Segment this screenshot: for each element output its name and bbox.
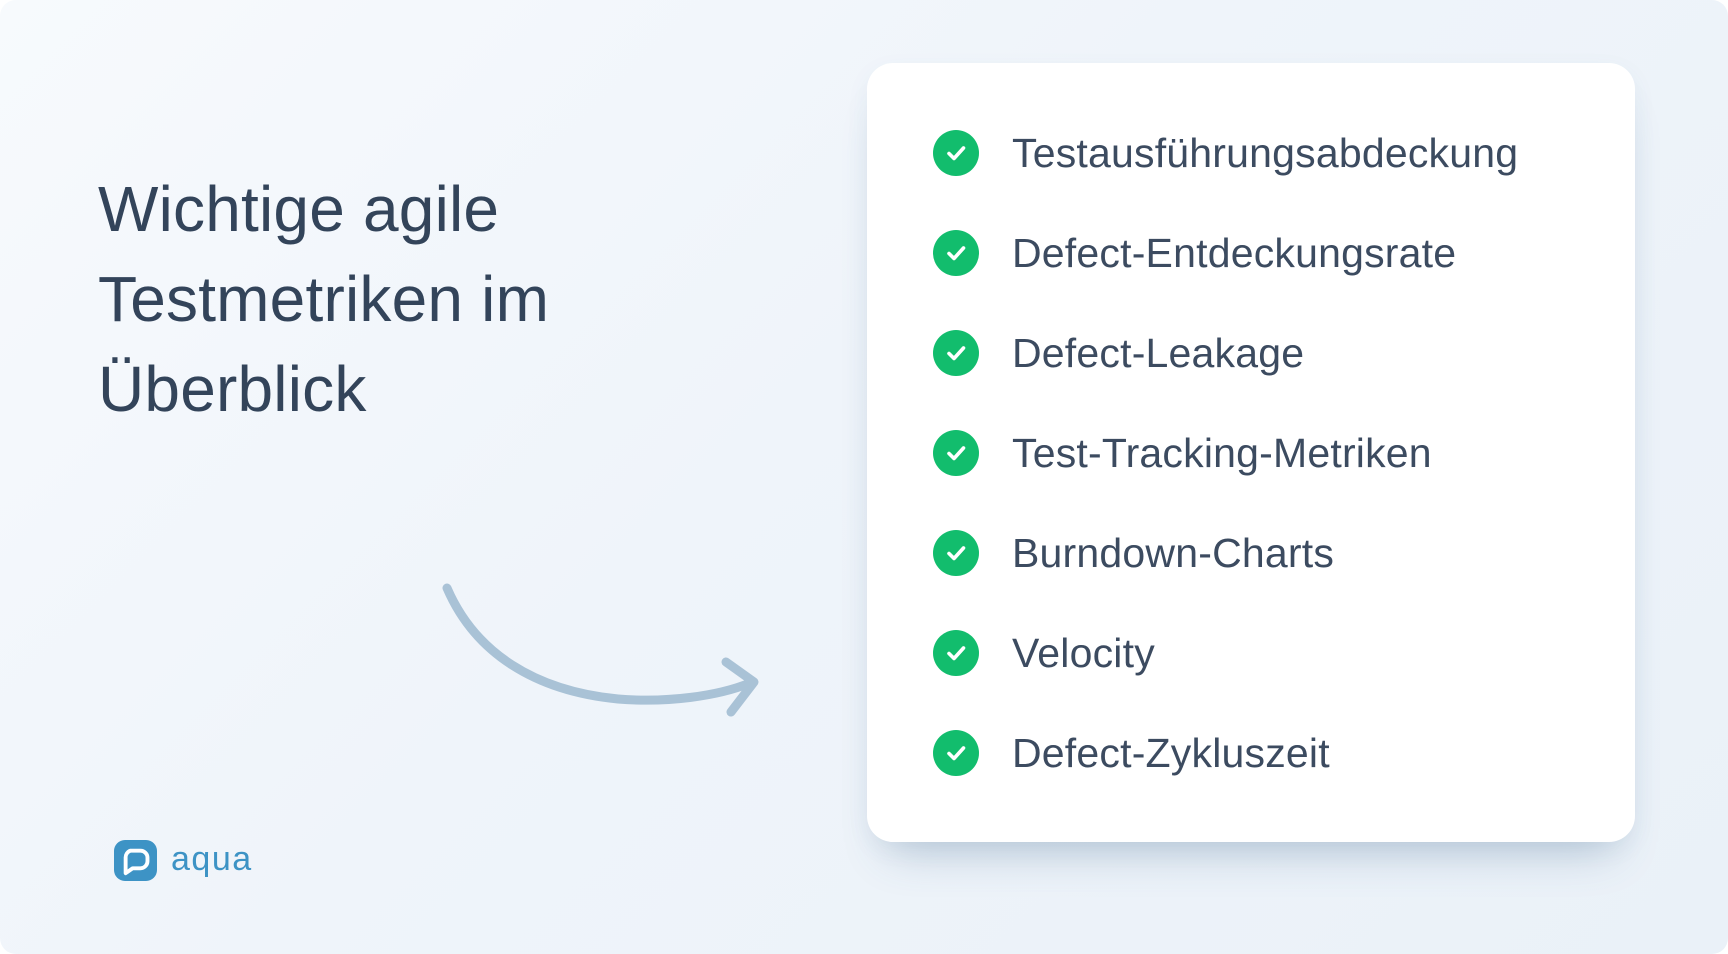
list-item-label: Defect-Leakage <box>1012 329 1305 376</box>
list-item-label: Testausführungsabdeckung <box>1012 129 1519 176</box>
check-icon <box>933 630 979 676</box>
list-item: Defect-Entdeckungsrate <box>933 203 1605 303</box>
list-item: Defect-Leakage <box>933 303 1605 403</box>
list-item: Testausführungsabdeckung <box>933 103 1605 203</box>
list-item: Velocity <box>933 603 1605 703</box>
list-item-label: Defect-Zykluszeit <box>1012 729 1330 776</box>
page-title: Wichtige agile Testmetriken im Überblick <box>98 173 550 425</box>
metrics-card: Testausführungsabdeckung Defect-Entdecku… <box>867 63 1635 842</box>
list-item-label: Test-Tracking-Metriken <box>1012 429 1432 476</box>
metrics-list: Testausführungsabdeckung Defect-Entdecku… <box>867 63 1635 803</box>
list-item-label: Burndown-Charts <box>1012 529 1335 576</box>
check-icon <box>933 130 979 176</box>
aqua-wordmark: aqua <box>171 839 253 878</box>
check-icon <box>933 430 979 476</box>
check-icon <box>933 530 979 576</box>
curved-arrow-icon <box>442 583 759 717</box>
list-item-label: Defect-Entdeckungsrate <box>1012 229 1457 276</box>
list-item-label: Velocity <box>1012 629 1155 676</box>
list-item: Defect-Zykluszeit <box>933 703 1605 803</box>
aqua-logo-icon <box>114 840 157 881</box>
list-item: Test-Tracking-Metriken <box>933 403 1605 503</box>
check-icon <box>933 730 979 776</box>
aqua-logo: aqua <box>114 840 253 881</box>
check-icon <box>933 330 979 376</box>
check-icon <box>933 230 979 276</box>
list-item: Burndown-Charts <box>933 503 1605 603</box>
